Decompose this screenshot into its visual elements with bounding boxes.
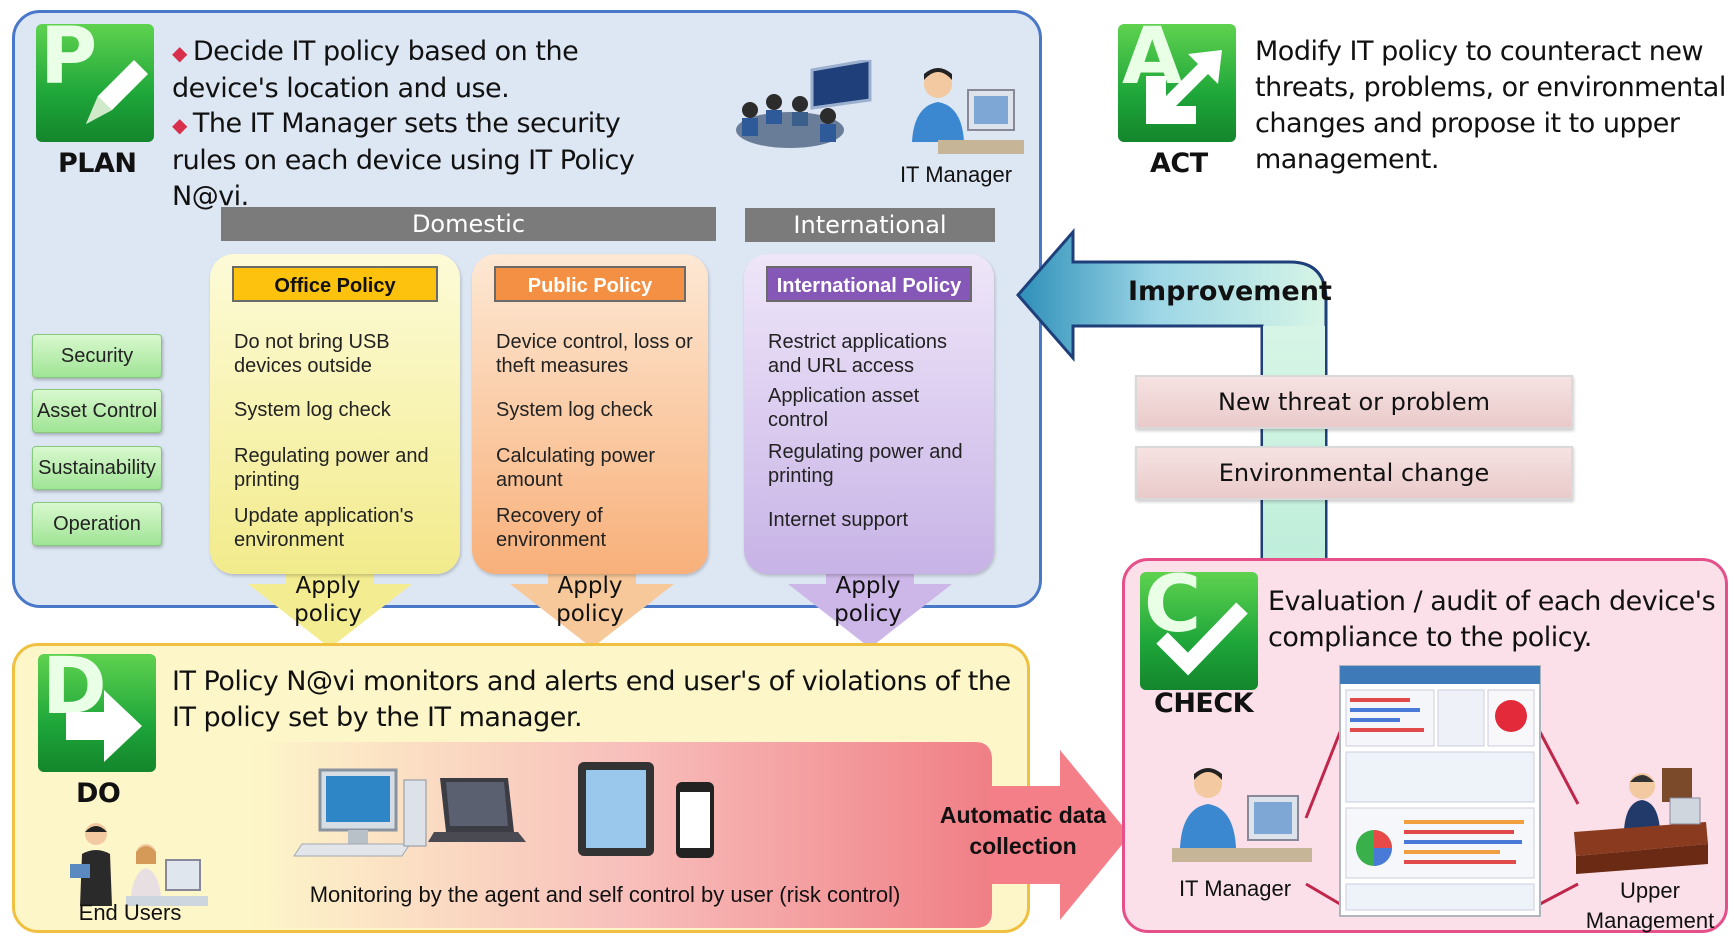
office-policy-column: Office Policy Do not bring USB devices o… — [210, 254, 460, 574]
office-item-2: System log check — [234, 399, 391, 421]
public-item-1: Device control, loss or theft measures — [496, 331, 693, 377]
report-dashboard-icon — [1304, 665, 1580, 917]
diamond-bullet-icon: ◆ — [172, 113, 187, 137]
check-letter: C — [1144, 560, 1202, 650]
international-bar: International — [745, 208, 995, 242]
apply-arrow-public — [510, 570, 674, 648]
factor-environmental-change: Environmental change — [1135, 446, 1573, 500]
improvement-label: Improvement — [1128, 276, 1332, 307]
check-mark-icon: C — [1140, 560, 1258, 690]
monitoring-caption: Monitoring by the agent and self control… — [309, 882, 901, 907]
public-item-2: System log check — [496, 399, 653, 421]
it-manager-icon — [912, 68, 1024, 154]
plan-bullet-2: ◆The IT Manager sets the security rules … — [172, 108, 635, 212]
apply-arrow-international — [788, 570, 952, 648]
international-item-4: Internet support — [768, 509, 909, 531]
international-item-2: Application asset control — [768, 385, 920, 431]
category-sustainability: Sustainability — [32, 446, 162, 490]
plan-bullet-1: ◆Decide IT policy based on the device's … — [172, 36, 579, 104]
act-label: ACT — [1150, 148, 1208, 179]
apply-policy-label-international: Apply policy — [834, 573, 902, 627]
end-users-caption: End Users — [78, 900, 182, 925]
public-policy-column: Public Policy Device control, loss or th… — [472, 254, 708, 574]
category-asset-control: Asset Control — [32, 389, 162, 433]
check-label: CHECK — [1154, 688, 1254, 719]
international-policy-column: International Policy Restrict applicatio… — [744, 254, 994, 574]
do-label: DO — [76, 778, 121, 809]
office-item-1: Do not bring USB devices outside — [234, 331, 390, 377]
act-arrow-icon: A — [1118, 12, 1236, 142]
public-item-3: Calculating power amount — [496, 445, 655, 491]
office-policy-title: Office Policy — [232, 266, 438, 302]
meeting-illustration-icon — [736, 60, 872, 148]
category-operation: Operation — [32, 502, 162, 546]
apply-arrow-office — [248, 570, 412, 648]
do-text: IT Policy N@vi monitors and alerts end u… — [172, 666, 1011, 733]
automatic-collection-label: Automatic data collection — [939, 802, 1107, 859]
check-it-manager-caption: IT Manager — [1178, 876, 1292, 901]
office-item-4: Update application's environment — [234, 505, 414, 551]
international-item-1: Restrict applications and URL access — [768, 331, 947, 377]
check-it-manager-icon — [1172, 768, 1312, 862]
arrow-right-icon — [66, 690, 142, 762]
diamond-bullet-icon: ◆ — [172, 41, 187, 65]
office-item-3: Regulating power and printing — [234, 445, 429, 491]
category-security: Security — [32, 334, 162, 378]
plan-pencil-icon: P — [36, 12, 154, 142]
act-text: Modify IT policy to counteract new threa… — [1255, 36, 1726, 175]
plan-label: PLAN — [58, 148, 137, 179]
checkmark-icon — [1156, 602, 1248, 676]
check-text: Evaluation / audit of each device's comp… — [1268, 586, 1716, 653]
domestic-bar: Domestic — [221, 207, 716, 241]
factor-new-threat: New threat or problem — [1135, 375, 1573, 429]
end-users-icon — [70, 823, 208, 906]
public-policy-title: Public Policy — [494, 266, 686, 302]
upper-management-caption: Upper Management — [1585, 878, 1715, 933]
apply-policy-label-public: Apply policy — [556, 573, 624, 627]
international-item-3: Regulating power and printing — [768, 441, 963, 487]
do-arrow-icon: D — [38, 642, 156, 772]
international-policy-title: International Policy — [766, 266, 972, 302]
upper-management-icon — [1574, 768, 1708, 874]
pencil-icon — [86, 60, 148, 124]
apply-policy-label-office: Apply policy — [294, 573, 362, 627]
arrow-up-right-icon — [1146, 50, 1222, 124]
plan-it-manager-caption: IT Manager — [899, 162, 1013, 187]
devices-icon — [293, 762, 714, 858]
public-item-4: Recovery of environment — [496, 505, 607, 551]
plan-letter: P — [40, 12, 98, 102]
